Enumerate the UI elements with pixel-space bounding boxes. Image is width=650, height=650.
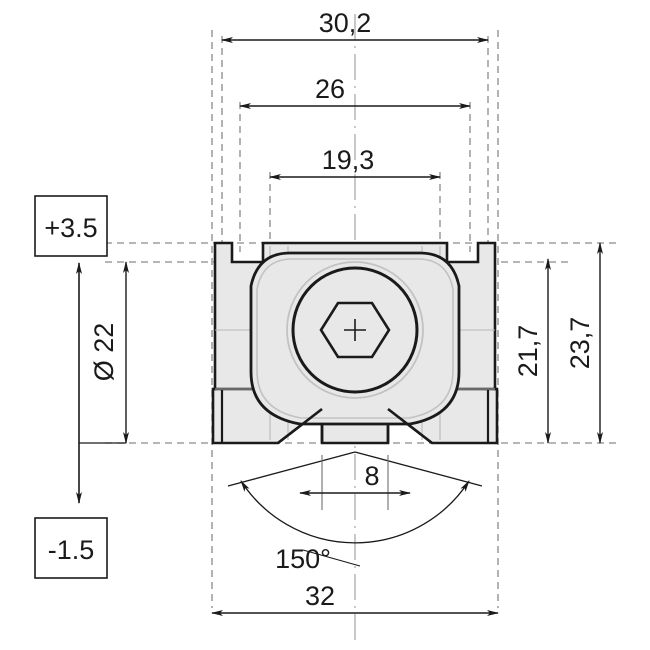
ext-lines-8 [321,455,389,510]
dim-label-26: 26 [315,74,345,104]
tolerance-box-upper: +3.5 [34,195,108,257]
part-geometry [211,241,499,445]
angle-label-150: 150° [275,544,331,574]
dimension-32: 32 [211,581,499,616]
dimension-8: 8 [299,461,411,496]
dimension-21-7: 21,7 [513,258,551,444]
tolerance-box-upper-frame [34,195,108,257]
angle-dimension-150: 150° [227,451,483,574]
chamfer-left [277,407,323,445]
right-dimensions: 21,7 23,7 [513,242,603,444]
dim-label-21-7: 21,7 [513,325,543,378]
dimension-23-7: 23,7 [565,242,603,444]
dim-label-30-2: 30,2 [319,8,372,38]
dimension-diameter-22: Ø 22 [89,261,129,444]
angle-arc-150 [240,480,470,544]
tolerance-box-lower-frame [34,517,108,579]
dim-label-32: 32 [305,581,335,611]
dim-label-8: 8 [364,461,379,491]
dim-label-19-3: 19,3 [322,145,375,175]
center-cross-marker [344,319,366,341]
dim-label-23-7: 23,7 [565,317,595,370]
bottom-dimensions: 8 32 [211,455,499,616]
left-dimensions: Ø 22 [89,261,129,444]
dimension-19-3: 19,3 [269,145,441,180]
angle-leg-left [227,451,356,487]
dimension-30-2: 30,2 [221,8,489,43]
tolerance-box-upper-label: +3.5 [44,213,97,243]
chamfer-right [387,407,433,445]
tolerance-arrow-group [76,262,126,504]
cam-plate-inner-shade [256,258,454,419]
top-dimensions: 30,2 26 19,3 [221,8,489,180]
dim-label-dia-22: Ø 22 [89,323,119,382]
tolerance-box-lower-label: -1.5 [48,535,95,565]
dimension-26: 26 [239,74,471,109]
tolerance-box-lower: -1.5 [34,517,108,579]
angle-leader-150 [302,549,361,567]
